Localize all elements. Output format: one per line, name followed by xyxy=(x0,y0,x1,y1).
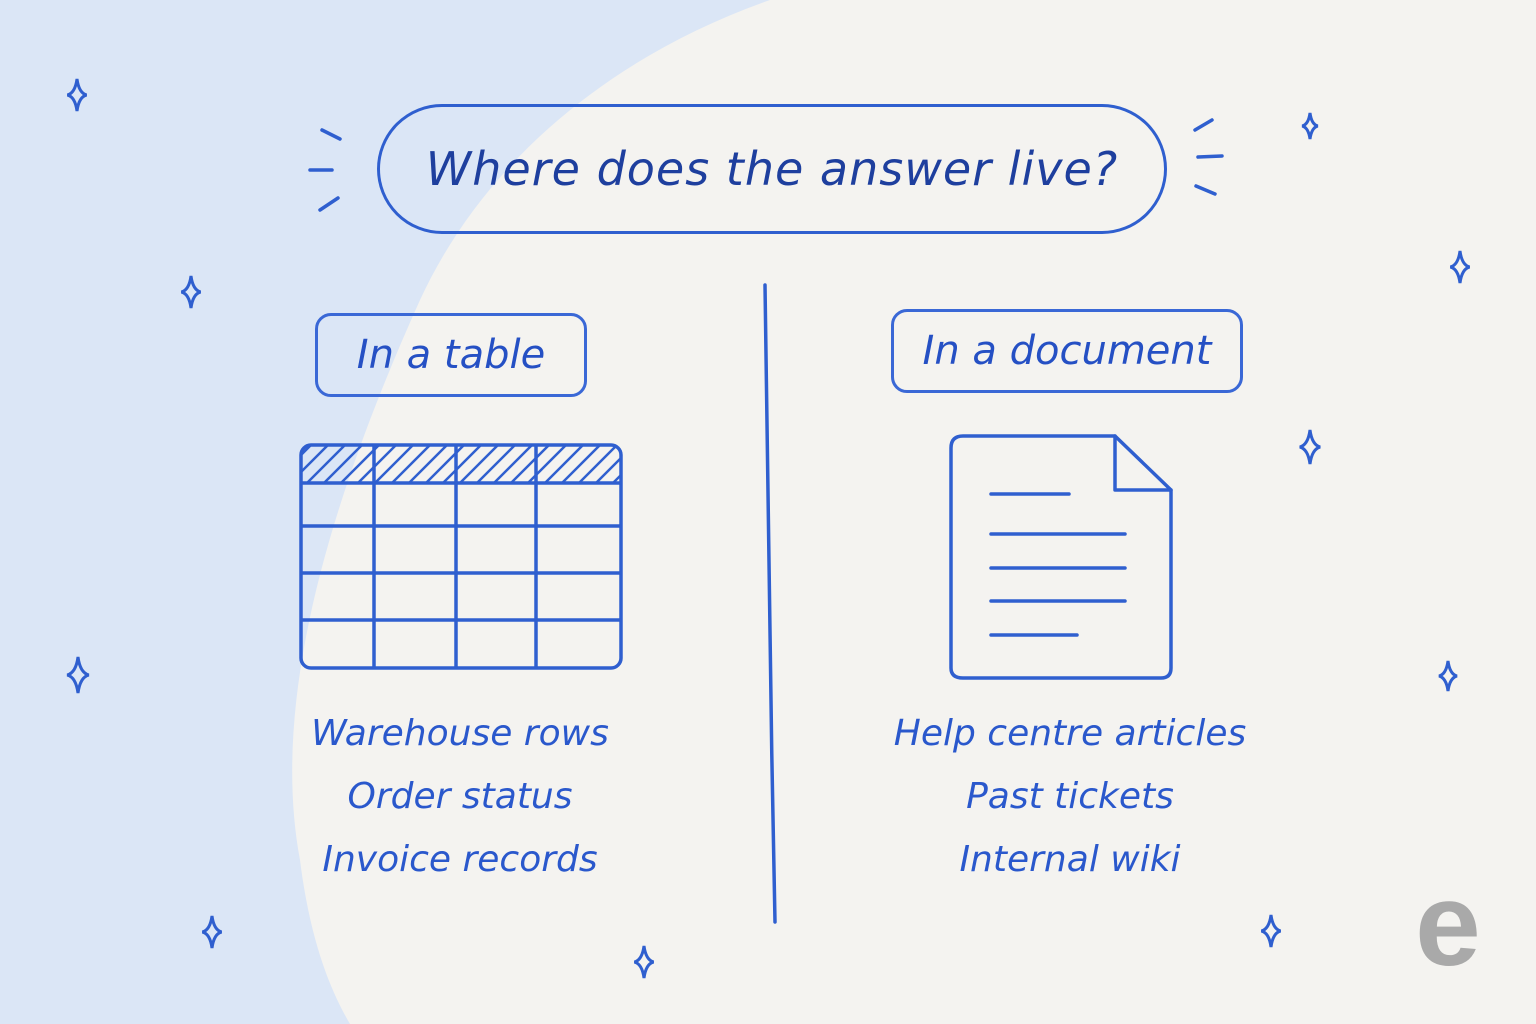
title-pill: Where does the answer live? xyxy=(377,104,1167,234)
list-item: Order status xyxy=(347,776,573,817)
brand-logo: e xyxy=(1415,859,1481,991)
right-column-label: In a document xyxy=(891,309,1243,393)
sparkle-icon xyxy=(1299,429,1321,465)
sparkle-icon xyxy=(66,656,90,694)
list-item: Warehouse rows xyxy=(311,713,609,754)
title-burst-marks xyxy=(308,118,1224,212)
left-column-label: In a table xyxy=(315,313,587,397)
sparkle-icon xyxy=(1260,914,1282,948)
sparkle-icon xyxy=(201,915,223,949)
list-item: Help centre articles xyxy=(893,713,1247,754)
list-item: Internal wiki xyxy=(959,839,1181,880)
diagram-title: Where does the answer live? xyxy=(425,142,1119,196)
sparkle-icon xyxy=(180,275,202,309)
list-item: Invoice records xyxy=(322,839,598,880)
list-item: Past tickets xyxy=(966,776,1174,817)
sparkle-icon xyxy=(633,945,655,979)
sparkle-icon xyxy=(66,78,88,112)
left-label-text: In a table xyxy=(356,332,546,378)
table-icon xyxy=(299,443,623,670)
sparkle-icon xyxy=(1449,250,1471,284)
left-item-list: Warehouse rows Order status Invoice reco… xyxy=(270,702,650,891)
sparkle-icon xyxy=(1438,660,1458,692)
right-item-list: Help centre articles Past tickets Intern… xyxy=(860,702,1280,891)
background-blob xyxy=(0,0,770,1024)
document-icon xyxy=(949,434,1173,680)
right-label-text: In a document xyxy=(922,328,1212,374)
sparkle-icon xyxy=(1301,112,1319,140)
